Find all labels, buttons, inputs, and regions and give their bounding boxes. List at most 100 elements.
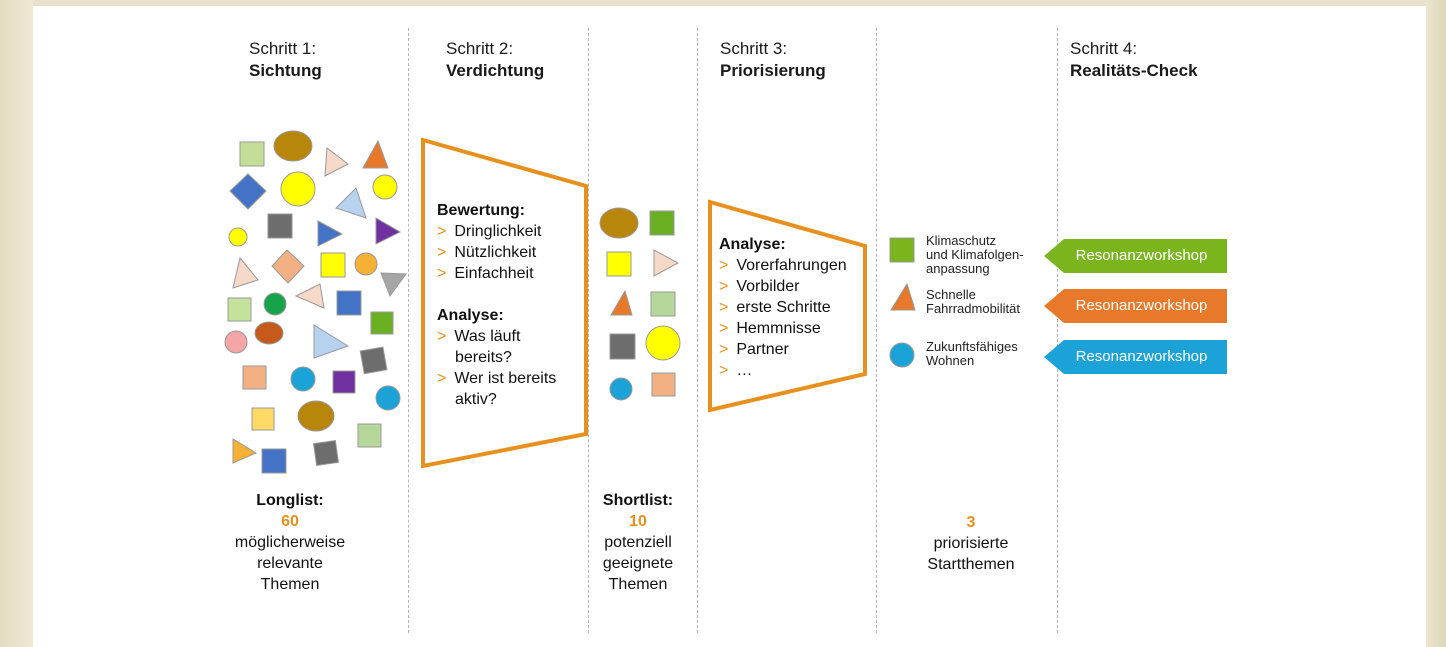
- topic-3-circle-marker: [889, 342, 915, 368]
- map-background-left: [0, 0, 33, 647]
- shortlist-square: [651, 372, 676, 397]
- funnel1-analyse-item-cont: bereits?: [455, 349, 512, 366]
- bewertung-title: Bewertung:: [437, 202, 525, 219]
- funnel2-analyse-item: >Partner: [719, 341, 789, 358]
- arrow-left-shape: [1044, 239, 1227, 273]
- shortlist-line-2: geeignete: [602, 555, 674, 572]
- process-diagram: Schritt 1: Sichtung Schritt 2: Verdichtu…: [33, 6, 1426, 647]
- longlist-square: [267, 213, 293, 239]
- step-4-name: Realitäts-Check: [1070, 61, 1198, 80]
- resonanzworkshop-button-green[interactable]: Resonanzworkshop: [1044, 239, 1227, 273]
- longlist-circle: [280, 171, 316, 207]
- shortlist-circle: [645, 325, 681, 361]
- arrow-left-shape: [1044, 289, 1227, 323]
- longlist-triangle: [313, 324, 350, 359]
- prioritized-caption: 3 priorisierte Startthemen: [916, 512, 1026, 575]
- step-1-header: Schritt 1: Sichtung: [249, 38, 322, 82]
- longlist-triangle: [380, 272, 407, 298]
- step-3-name: Priorisierung: [720, 61, 826, 80]
- longlist-line-2: relevante: [257, 555, 323, 572]
- bewertung-item: >Einfachheit: [437, 265, 534, 282]
- longlist-square: [227, 297, 252, 322]
- longlist-triangle: [362, 139, 389, 169]
- shortlist-title: Shortlist:: [602, 492, 674, 509]
- funnel2-analyse-item: >Vorbilder: [719, 278, 800, 295]
- divider-5: [1057, 28, 1058, 633]
- divider-2: [588, 28, 589, 633]
- arrow-left-shape: [1044, 340, 1227, 374]
- step-1-label: Schritt 1:: [249, 39, 317, 58]
- longlist-circle: [228, 227, 248, 247]
- longlist-square: [313, 440, 339, 466]
- resonanzworkshop-button-blue[interactable]: Resonanzworkshop: [1044, 340, 1227, 374]
- prioritized-count: 3: [966, 514, 976, 531]
- bewertung-item: >Nützlichkeit: [437, 244, 537, 261]
- funnel2-analyse-item: >Hemmnisse: [719, 320, 821, 337]
- funnel2-analyse-item: >…: [719, 362, 753, 379]
- shortlist-line-3: Themen: [608, 576, 668, 593]
- step-3-label: Schritt 3:: [720, 39, 788, 58]
- longlist-circle: [354, 252, 378, 276]
- step-3-header: Schritt 3: Priorisierung: [720, 38, 826, 82]
- divider-1: [408, 28, 409, 633]
- topic-1-square-marker: [889, 237, 915, 263]
- funnel1-analyse-item-cont: aktiv?: [455, 391, 497, 408]
- shortlist-line-1: potenziell: [604, 534, 672, 551]
- longlist-title: Longlist:: [256, 492, 324, 509]
- funnel-priorisierung: [708, 199, 867, 413]
- resonanzworkshop-button-orange[interactable]: Resonanzworkshop: [1044, 289, 1227, 323]
- longlist-square: [336, 290, 362, 316]
- shortlist-circle: [609, 377, 633, 401]
- topic-1-label: Klimaschutz und Klimafolgen- anpassung: [926, 233, 1024, 276]
- shortlist-triangle: [653, 249, 680, 277]
- longlist-triangle: [294, 283, 325, 309]
- longlist-square: [239, 141, 265, 167]
- bewertung-item: >Dringlichkeit: [437, 223, 542, 240]
- longlist-ellipse: [254, 321, 284, 345]
- longlist-count: 60: [281, 513, 299, 530]
- longlist-diamond: [229, 173, 267, 210]
- funnel-priorisierung-text: Analyse: >Vorerfahrungen >Vorbilder >ers…: [719, 234, 847, 381]
- longlist-triangle: [335, 187, 367, 219]
- longlist-caption: Longlist: 60 möglicherweise relevante Th…: [205, 490, 375, 595]
- longlist-shape-cloud: [224, 130, 407, 474]
- longlist-square: [320, 252, 346, 278]
- longlist-line-1: möglicherweise: [234, 534, 346, 551]
- divider-3: [697, 28, 698, 633]
- shortlist-ellipse: [599, 207, 639, 239]
- topic-2-label: Schnelle Fahrradmobilität: [926, 287, 1020, 316]
- longlist-square: [242, 365, 267, 390]
- funnel1-analyse-item: >Was läuft: [437, 328, 521, 345]
- funnel2-analyse-title: Analyse:: [719, 236, 786, 253]
- longlist-triangle: [232, 438, 258, 464]
- shortlist-square: [606, 251, 632, 277]
- map-background-right: [1426, 0, 1446, 647]
- longlist-circle: [375, 385, 401, 411]
- step-2-header: Schritt 2: Verdichtung: [446, 38, 544, 82]
- longlist-square: [251, 407, 275, 431]
- funnel2-analyse-item: >erste Schritte: [719, 299, 831, 316]
- longlist-square: [359, 346, 388, 375]
- funnel-verdichtung-outline: [421, 137, 588, 469]
- longlist-diamond: [271, 249, 305, 284]
- longlist-triangle: [375, 217, 402, 245]
- step-2-name: Verdichtung: [446, 61, 545, 80]
- longlist-ellipse: [297, 400, 335, 432]
- longlist-circle: [263, 292, 287, 316]
- longlist-circle: [224, 330, 248, 354]
- divider-4: [876, 28, 877, 633]
- funnel-verdichtung: [421, 137, 588, 469]
- prioritized-line-2: Startthemen: [927, 556, 1015, 573]
- longlist-line-3: Themen: [260, 576, 320, 593]
- shortlist-square: [609, 333, 636, 360]
- shortlist-caption: Shortlist: 10 potenziell geeignete Theme…: [578, 490, 698, 595]
- longlist-triangle: [317, 220, 344, 247]
- topic-2-triangle-marker: [890, 282, 916, 311]
- prioritized-line-1: priorisierte: [933, 535, 1009, 552]
- step-1-name: Sichtung: [249, 61, 322, 80]
- funnel1-analyse-item: >Wer ist bereits: [437, 370, 557, 387]
- step-4-label: Schritt 4:: [1070, 39, 1138, 58]
- funnel2-analyse-item: >Vorerfahrungen: [719, 257, 847, 274]
- longlist-triangle: [232, 256, 259, 289]
- longlist-square: [370, 311, 394, 335]
